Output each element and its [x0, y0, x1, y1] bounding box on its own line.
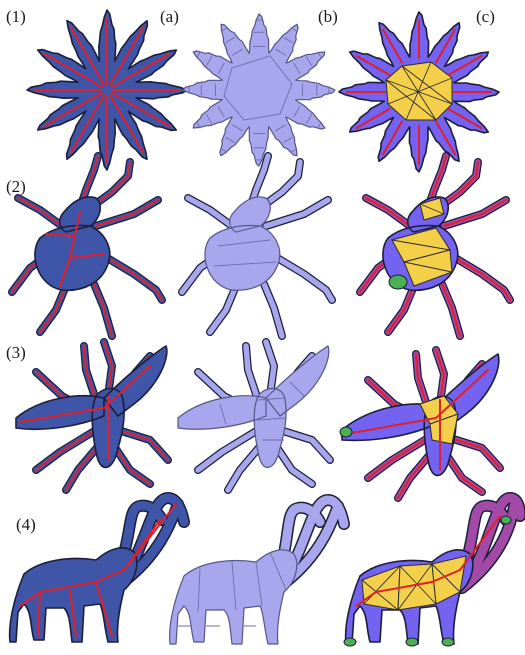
- beetle-tip: [389, 275, 407, 289]
- elephant-tip-2: [406, 638, 418, 646]
- row-label-4: (4): [16, 515, 36, 534]
- wasp-leg: [446, 454, 482, 492]
- row3-wasp-a: [16, 342, 168, 490]
- row2-beetle-c: [360, 156, 510, 336]
- row1-star-a: [27, 10, 187, 170]
- row3-wasp-c: [340, 350, 500, 498]
- column-label-c: (c): [476, 7, 495, 26]
- elephant-body: [10, 548, 137, 642]
- column-label-a: (a): [160, 7, 179, 26]
- elephant-tip-1: [344, 638, 356, 646]
- beetle-leg: [188, 198, 232, 226]
- wasp-tip: [340, 427, 352, 437]
- row3-wasp-b: [178, 342, 330, 490]
- row1-star-c: [339, 12, 499, 172]
- wasp-leg: [228, 444, 262, 490]
- beetle-leg: [264, 284, 282, 336]
- row1-star-b: [183, 14, 335, 166]
- row-label-1: (1): [6, 7, 26, 26]
- row-label-3: (3): [6, 343, 26, 362]
- elephant-tip-4: [501, 516, 511, 524]
- elephant-tip-3: [442, 638, 454, 646]
- row-label-2: (2): [6, 177, 26, 196]
- elephant-body-segmented: [170, 550, 297, 644]
- wasp-leg: [114, 446, 150, 484]
- row4-elephant-b: [170, 500, 344, 644]
- row2-beetle-a: [12, 156, 162, 336]
- column-label-b: (b): [318, 7, 338, 26]
- wasp-leg: [276, 446, 312, 484]
- row2-beetle-b: [182, 156, 332, 336]
- row4-elephant-c: [344, 498, 520, 646]
